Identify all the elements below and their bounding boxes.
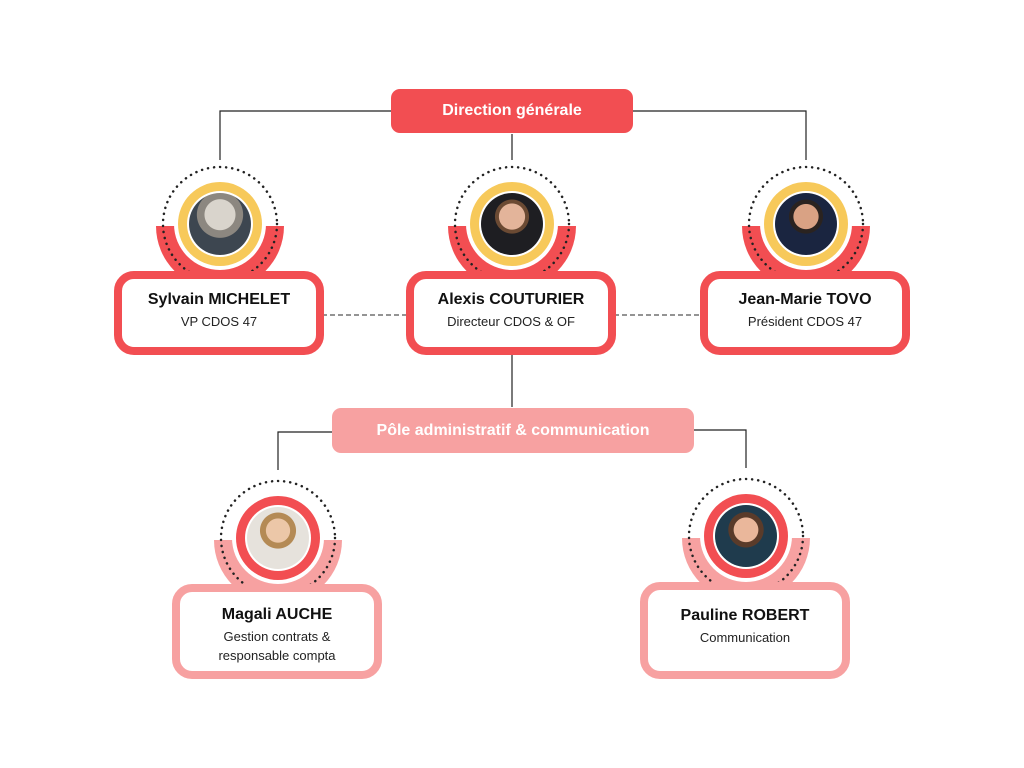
direction-banner: Direction générale xyxy=(391,89,633,133)
person-card: Alexis COUTURIER Directeur CDOS & OF xyxy=(406,271,616,355)
connector-pole-right xyxy=(692,429,747,468)
person-name: Sylvain MICHELET xyxy=(147,291,291,308)
person-role: Communication xyxy=(699,630,791,645)
person-name: Alexis COUTURIER xyxy=(437,291,585,308)
person-sylvain-michelet: Sylvain MICHELET VP CDOS 47 xyxy=(110,158,330,438)
person-role-line: Gestion contrats & xyxy=(223,629,331,644)
connector-direction-right xyxy=(632,110,807,160)
person-name: Magali AUCHE xyxy=(221,606,333,623)
person-card: Magali AUCHE Gestion contrats & responsa… xyxy=(172,584,382,679)
pole-label: Pôle administratif & communication xyxy=(376,421,650,439)
avatar xyxy=(481,193,543,255)
avatar xyxy=(189,193,251,255)
avatar xyxy=(247,507,309,569)
person-card: Jean-Marie TOVO Président CDOS 47 xyxy=(700,271,910,355)
person-role-line: responsable compta xyxy=(218,648,336,663)
direction-label: Direction générale xyxy=(442,102,582,119)
connector-direction-left xyxy=(219,110,392,160)
avatar xyxy=(775,193,837,255)
pole-banner: Pôle administratif & communication xyxy=(332,408,694,453)
person-jean-marie-tovo: Jean-Marie TOVO Président CDOS 47 xyxy=(696,158,916,438)
person-card: Sylvain MICHELET VP CDOS 47 xyxy=(114,271,324,355)
avatar xyxy=(715,505,777,567)
person-role: Directeur CDOS & OF xyxy=(447,314,575,329)
person-magali-auche: Magali AUCHE Gestion contrats & responsa… xyxy=(168,472,388,752)
person-alexis-couturier: Alexis COUTURIER Directeur CDOS & OF xyxy=(402,158,622,438)
person-pauline-robert: Pauline ROBERT Communication xyxy=(636,470,856,750)
person-role: Président CDOS 47 xyxy=(747,314,863,329)
person-name: Pauline ROBERT xyxy=(680,607,810,624)
person-role: VP CDOS 47 xyxy=(180,314,258,329)
connector-pole-left xyxy=(277,431,332,470)
person-name: Jean-Marie TOVO xyxy=(738,291,872,308)
person-card: Pauline ROBERT Communication xyxy=(640,582,850,679)
